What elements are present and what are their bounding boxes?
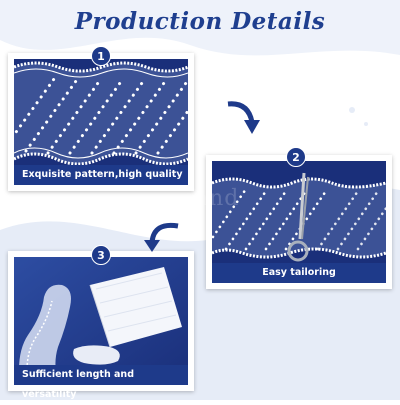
- panel-pattern: Exquisite pattern,high quality: [8, 53, 194, 191]
- step-badge-3: 3: [91, 245, 111, 265]
- page-title: Production Details: [74, 8, 326, 35]
- lace-cutting-photo: [212, 161, 386, 283]
- panel-tailoring: Easy tailoring: [206, 155, 392, 289]
- lace-card-spool: [73, 267, 182, 365]
- caption-pattern: Exquisite pattern,high quality: [14, 165, 188, 185]
- step-badge-2: 2: [286, 147, 306, 167]
- panel-length: Sufficient length and versatility: [8, 251, 194, 400]
- scissors-icon: [287, 172, 309, 262]
- watermark: www.pand: [115, 186, 240, 211]
- lace-pattern-photo: [14, 59, 188, 185]
- lace-roll-photo: [14, 257, 188, 385]
- caption-tailoring: Easy tailoring: [212, 263, 386, 283]
- caption-length: Sufficient length and versatility: [14, 365, 188, 400]
- step-badge-1: 1: [91, 46, 111, 66]
- curved-arrow-icon: [144, 222, 179, 252]
- curved-arrow-icon: [227, 101, 260, 134]
